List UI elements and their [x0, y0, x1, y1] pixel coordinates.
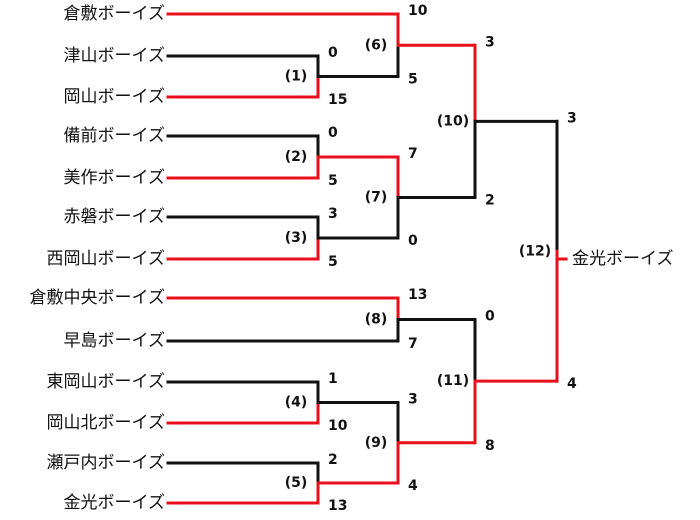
score-top: 0 — [328, 125, 338, 141]
match-label: (3) — [285, 230, 308, 246]
score-top: 2 — [328, 452, 338, 468]
match-label: (8) — [365, 312, 388, 328]
match-label: (9) — [365, 435, 388, 451]
match-label: (1) — [285, 69, 308, 85]
match-label: (2) — [285, 149, 308, 165]
team-name: 倉敷中央ボーイズ — [30, 288, 166, 308]
team-name: 東岡山ボーイズ — [47, 372, 166, 392]
match-label: (4) — [285, 395, 308, 411]
score-bottom: 4 — [408, 478, 418, 494]
team-name: 岡山ボーイズ — [64, 87, 166, 107]
team-name: 岡山北ボーイズ — [47, 413, 166, 433]
score-top: 0 — [328, 45, 338, 61]
team-name: 美作ボーイズ — [64, 168, 166, 188]
score-top: 13 — [408, 287, 427, 303]
score-top: 10 — [408, 3, 428, 19]
match-label: (5) — [285, 475, 308, 491]
score-bottom: 13 — [328, 498, 347, 514]
team-name: 倉敷ボーイズ — [64, 4, 166, 24]
match-label: (7) — [365, 190, 388, 206]
score-bottom: 7 — [408, 336, 418, 352]
team-name: 瀬戸内ボーイズ — [47, 453, 166, 473]
match-label: (6) — [365, 37, 388, 53]
match-label: (10) — [437, 113, 469, 129]
score-bottom: 0 — [408, 233, 418, 249]
score-bottom: 15 — [328, 92, 347, 108]
score-bottom: 5 — [328, 173, 338, 189]
score-bottom: 5 — [408, 72, 418, 88]
score-bottom: 4 — [567, 376, 577, 392]
score-bottom: 8 — [485, 438, 495, 454]
team-name: 金光ボーイズ — [64, 493, 166, 513]
team-name: 赤磐ボーイズ — [64, 207, 166, 227]
team-name: 早島ボーイズ — [64, 331, 166, 351]
champion-name: 金光ボーイズ — [572, 249, 674, 269]
score-bottom: 5 — [328, 254, 338, 270]
team-name: 西岡山ボーイズ — [47, 249, 166, 269]
score-top: 3 — [567, 110, 577, 126]
match-label: (12) — [519, 243, 551, 259]
score-top: 7 — [408, 146, 418, 162]
score-top: 1 — [328, 371, 338, 387]
score-top: 0 — [485, 309, 495, 325]
bracket-labels: 倉敷ボーイズ津山ボーイズ岡山ボーイズ備前ボーイズ美作ボーイズ赤磐ボーイズ西岡山ボ… — [30, 3, 674, 514]
bracket-lines — [166, 12, 568, 505]
match-label: (11) — [437, 373, 469, 389]
team-name: 備前ボーイズ — [64, 126, 166, 146]
team-name: 津山ボーイズ — [64, 46, 166, 66]
score-top: 3 — [408, 392, 418, 408]
score-top: 3 — [485, 34, 495, 50]
score-top: 3 — [328, 206, 338, 222]
score-bottom: 2 — [485, 193, 495, 209]
score-bottom: 10 — [328, 418, 348, 434]
